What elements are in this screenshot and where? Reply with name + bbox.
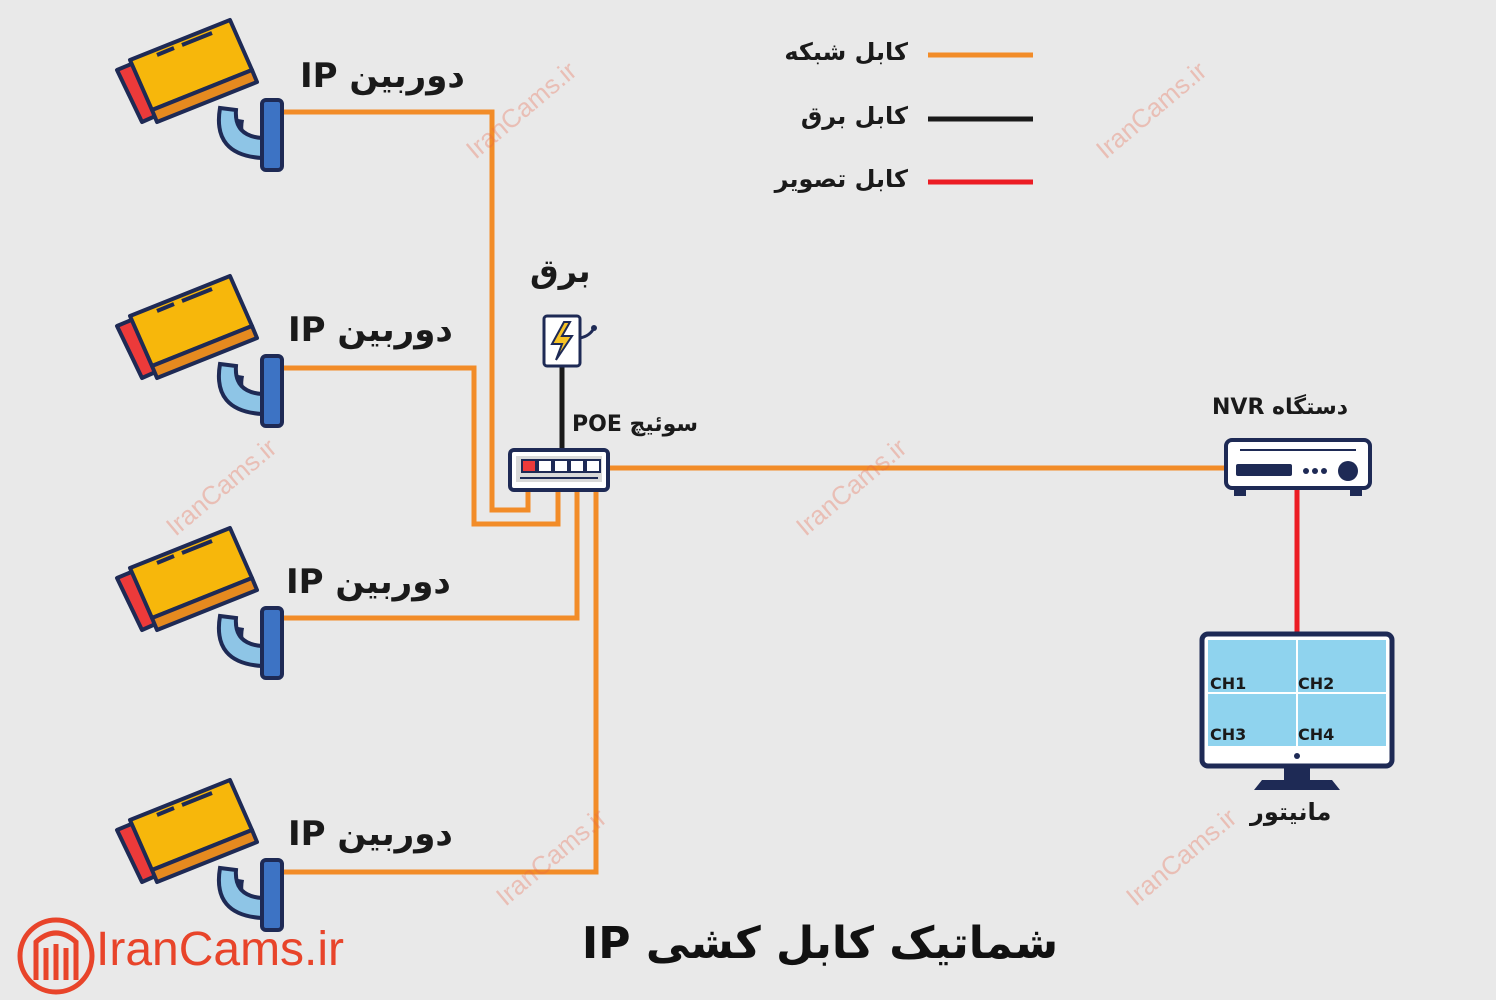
brand-logo-icon [17,917,95,995]
channel-label: CH4 [1298,725,1335,744]
cable-camera-1 [278,109,531,513]
channel-label: CH1 [1210,674,1247,693]
camera-4-icon [115,778,284,932]
poe-switch-icon [508,448,610,492]
legend-label-video: کابل تصویر [774,165,908,193]
nvr-icon [1224,438,1372,496]
page-title: شماتیک کابل کشی IP [581,918,1059,969]
camera-1-label: دوربین IP [300,56,465,96]
power-label: برق [530,252,591,290]
camera-2-label: دوربین IP [288,310,453,350]
cable-camera-4 [278,486,599,875]
legend-label-network: کابل شبکه [784,38,908,66]
cable-camera-3 [278,486,580,621]
legend-label-power: کابل برق [800,102,908,130]
camera-3-icon [115,526,284,680]
channel-label: CH2 [1298,674,1335,693]
channel-label: CH3 [1210,725,1247,744]
cable-camera-2 [278,365,561,527]
camera-4-label: دوربین IP [288,814,453,854]
switch-label: سوئیچ POE [572,412,699,437]
network-cables [278,109,1226,875]
monitor-label: مانیتور [1250,798,1332,826]
camera-3-label: دوربین IP [286,562,451,602]
nvr-label: دستگاه NVR [1212,395,1348,420]
camera-2-icon [115,274,284,428]
power-outlet-icon [542,314,597,368]
brand-name: IranCams.ir [96,923,345,976]
monitor-icon [1199,631,1395,790]
camera-1-icon [115,18,284,172]
